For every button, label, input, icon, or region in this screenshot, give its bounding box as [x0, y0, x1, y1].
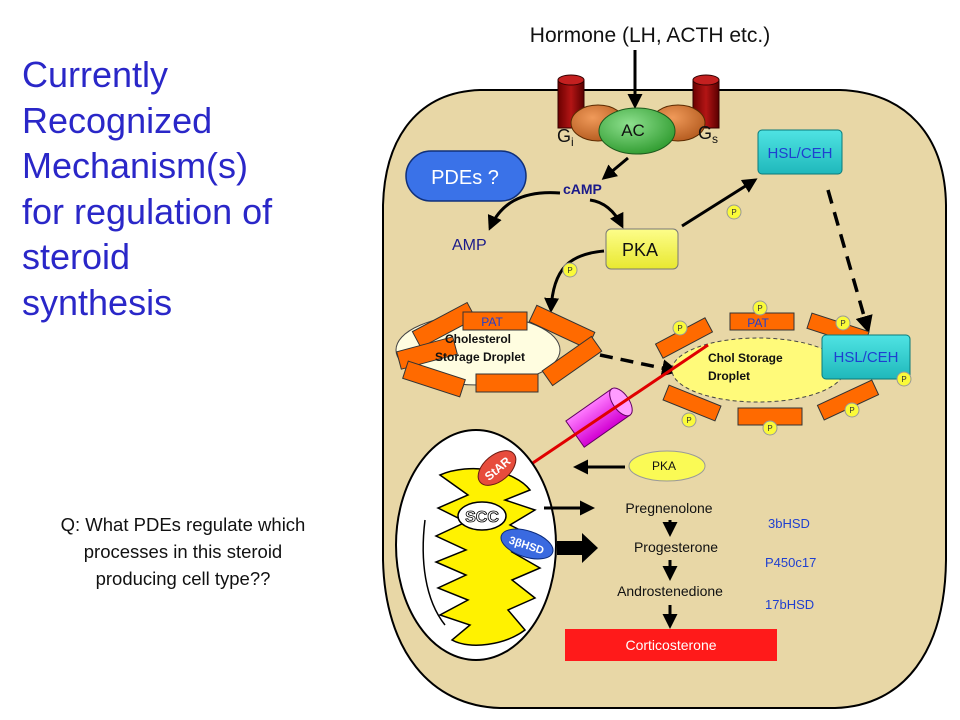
side-title-line: steroid	[22, 236, 131, 277]
right-droplet-core	[671, 337, 845, 403]
pka-small-label: PKA	[652, 459, 676, 473]
phospho-dot	[752, 300, 768, 316]
droplet-right-line1: Chol Storage	[708, 351, 783, 365]
gs-label: Gs	[698, 123, 718, 146]
right-lipid-droplet: PAT Chol Storage Droplet	[654, 312, 880, 426]
gi-main: G	[557, 126, 571, 146]
phospho-label: P	[840, 319, 845, 328]
side-title-line: synthesis	[22, 281, 173, 323]
droplet-segment	[396, 336, 458, 370]
phospho-dot	[844, 402, 860, 418]
pdes-box	[405, 150, 527, 202]
ac-to-camp-arrow	[601, 156, 629, 180]
left-lipid-droplet: PAT Cholesterol Storage Droplet	[395, 301, 603, 398]
steroid-androstenedione: Androstenedione	[617, 583, 723, 599]
pka-small-ellipse	[628, 450, 706, 482]
droplet-left-line2: Storage Droplet	[435, 350, 525, 364]
gi-label: Gi	[557, 126, 574, 149]
droplet-right-line2: Droplet	[708, 369, 750, 383]
phospho-label: P	[677, 324, 682, 333]
pka-to-hsl-arrow	[681, 178, 758, 228]
phospho-label: P	[757, 304, 762, 313]
receptor-complex: AC Gi Gs	[557, 74, 720, 155]
cholesterol-transport-arrow	[509, 343, 709, 479]
droplet-left-line1: Cholesterol	[445, 332, 511, 346]
pdes-label: PDEs ?	[431, 167, 499, 189]
droplet-segment	[411, 301, 477, 349]
droplet-segment	[402, 360, 466, 398]
gi-sub: i	[571, 135, 574, 149]
question-text: Q: What PDEs regulate which processes in…	[60, 514, 306, 589]
hsl-top-box	[757, 129, 843, 175]
camp-to-amp-arrow	[487, 191, 561, 231]
droplet-transition-arrow	[599, 353, 680, 377]
phospho-label: P	[567, 266, 572, 275]
droplet-segment	[475, 373, 539, 393]
steroid-progesterone: Progesterone	[634, 539, 718, 555]
side-title-line: Mechanism(s)	[22, 145, 249, 186]
steroid-pregnenolone: Pregnenolone	[625, 500, 712, 516]
phospho-dot	[835, 315, 851, 331]
hsl-right-label: HSL/CEH	[833, 349, 898, 366]
star-protein: StAR	[477, 450, 517, 486]
phospho-pka-hsl	[726, 204, 742, 220]
camp-to-pka-arrow	[589, 198, 624, 229]
product-label: Corticosterone	[625, 637, 716, 653]
mito-to-progesterone-arrow	[557, 533, 598, 563]
mito-inner-fold	[422, 519, 446, 626]
hsl-top-label: HSL/CEH	[767, 145, 832, 162]
pka-box	[605, 228, 679, 270]
hsd-mito-enzyme: 3βHSD	[500, 528, 554, 560]
ac-label: AC	[621, 121, 645, 140]
product-box	[565, 629, 777, 661]
phospho-label: P	[731, 208, 736, 217]
hsl-translocation-arrow	[826, 189, 873, 334]
pat-left-label: PAT	[481, 315, 503, 329]
phospho-label: P	[767, 424, 772, 433]
pka-label: PKA	[622, 240, 658, 260]
side-title-line: for regulation of	[22, 190, 273, 232]
hsl-right-box	[821, 334, 911, 380]
phospho-label: P	[849, 406, 854, 415]
phospho-pka-droplet	[562, 262, 578, 278]
side-title-line: Recognized	[22, 99, 213, 141]
camp-label: cAMP	[563, 181, 602, 197]
pat-right-label: PAT	[747, 316, 769, 330]
enzyme-3bhsd: 3bHSD	[768, 516, 810, 531]
droplet-segment	[462, 311, 528, 331]
enzyme-17bhsd: 17bHSD	[765, 597, 814, 612]
gs-main: G	[698, 123, 712, 143]
side-title-line: Currently	[22, 54, 169, 95]
phospho-dot	[672, 320, 688, 336]
amp-label: AMP	[452, 237, 487, 254]
gs-sub: s	[712, 132, 718, 146]
adenylate-cyclase	[598, 107, 676, 155]
phospho-dot	[762, 420, 778, 436]
hormone-label: Hormone (LH, ACTH etc.)	[530, 24, 770, 47]
phospho-label: P	[686, 416, 691, 425]
phospho-sites: P P P P P P P	[672, 300, 912, 436]
scc-enzyme: SCC	[457, 501, 507, 531]
phospho-dot	[896, 371, 912, 387]
scc-label: SCC	[465, 509, 499, 526]
enzyme-p450c17: P450c17	[765, 555, 816, 570]
droplet-segment	[662, 384, 722, 422]
droplet-segment	[541, 335, 603, 387]
phospho-dot	[681, 412, 697, 428]
phospho-label: P	[901, 375, 906, 384]
side-title: Currently Recognized Mechanism(s) for re…	[22, 52, 322, 325]
